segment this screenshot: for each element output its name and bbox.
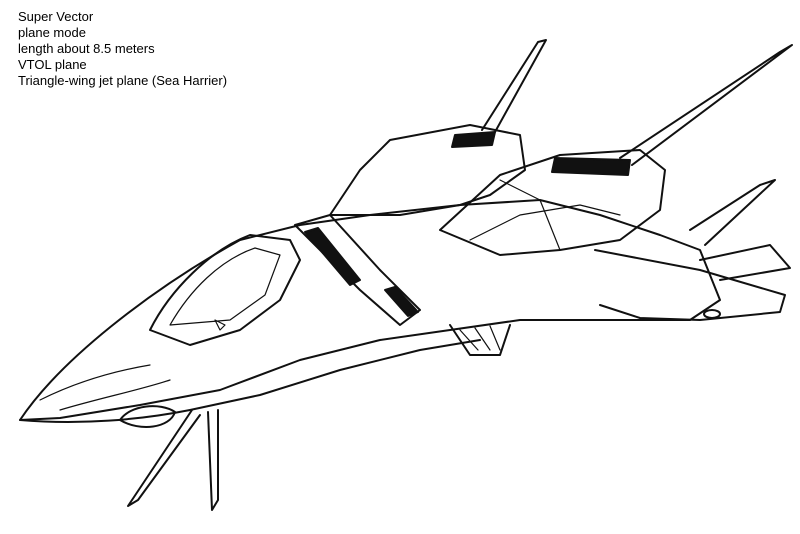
right-wing — [594, 249, 786, 321]
ventral-pod — [119, 405, 176, 428]
left-pod-slats — [451, 131, 496, 148]
tail-fin-upper — [689, 179, 776, 246]
intake-detail — [459, 325, 501, 351]
lower-spike-left — [127, 409, 201, 507]
canopy — [149, 234, 301, 346]
caption: Super Vector plane mode length about 8.5… — [18, 9, 227, 89]
right-pod-slats — [551, 157, 631, 176]
caption-title: Super Vector — [18, 9, 94, 24]
caption-description: Triangle-wing jet plane (Sea Harrier) — [18, 73, 228, 88]
left-engine-pod — [329, 124, 526, 216]
intake — [449, 324, 511, 356]
spine-stripe — [384, 286, 419, 317]
lower-hull — [19, 339, 481, 423]
caption-mode: plane mode — [18, 25, 86, 40]
upper-antenna — [481, 39, 547, 133]
right-antenna — [619, 44, 793, 166]
tail-fin-lower — [699, 244, 791, 281]
caption-type: VTOL plane — [18, 57, 87, 72]
spine-stripe — [304, 227, 361, 286]
lower-spike-right — [207, 409, 219, 511]
canopy-frame — [169, 247, 281, 326]
caption-length: length about 8.5 meters — [18, 41, 155, 56]
right-engine-pod — [439, 149, 666, 256]
nose-panel-lines — [39, 319, 226, 411]
pod-detail — [469, 179, 621, 251]
wing-tip-light — [703, 309, 721, 319]
